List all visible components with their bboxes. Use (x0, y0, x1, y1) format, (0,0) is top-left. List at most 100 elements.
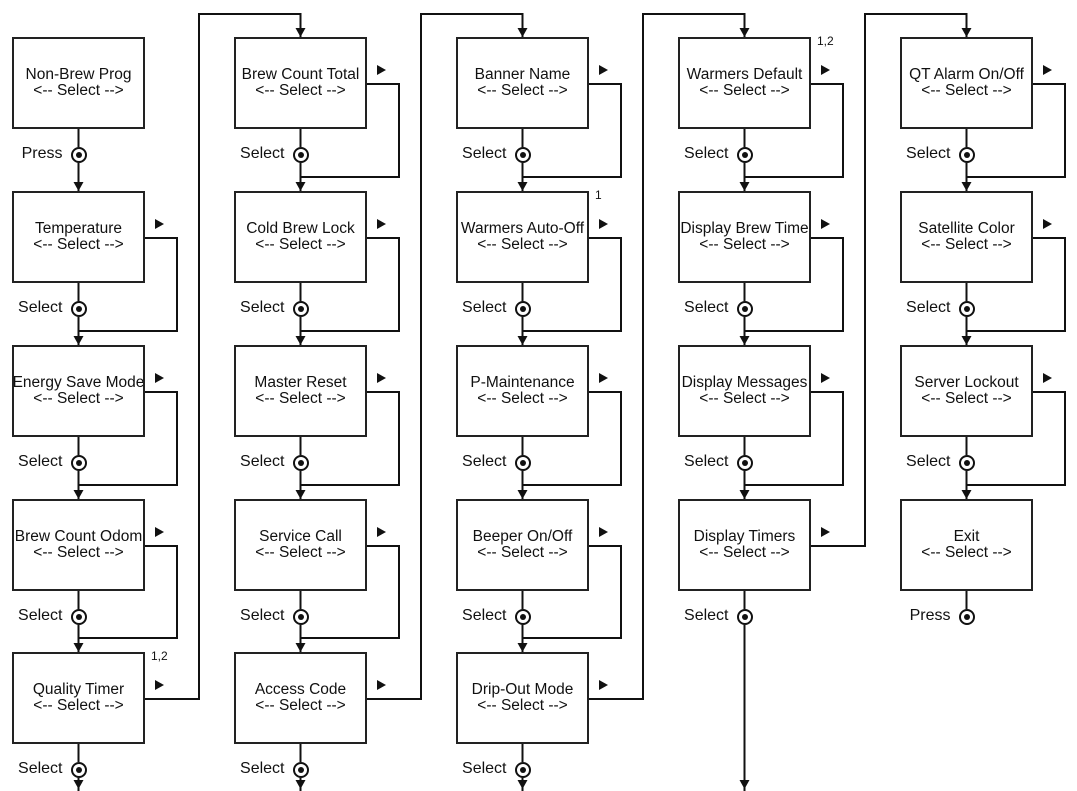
menu-box: Drip-Out Mode<-- Select --> (456, 652, 589, 744)
down-arrow-icon (517, 182, 528, 191)
menu-box: Exit<-- Select --> (900, 499, 1033, 591)
menu-box-select-hint: <-- Select --> (699, 236, 790, 253)
routing-line (521, 545, 622, 652)
select-knob-icon (70, 762, 87, 778)
menu-box-select-hint: <-- Select --> (255, 544, 346, 561)
select-knob-icon (736, 301, 753, 317)
routing-line (521, 83, 622, 191)
menu-box: Display Messages<-- Select --> (678, 345, 811, 437)
select-knob-icon (736, 147, 753, 163)
footnote-marker: 1,2 (817, 34, 834, 48)
routing-line (77, 237, 178, 345)
menu-box-title: Cold Brew Lock (246, 220, 355, 237)
menu-box: Service Call<-- Select --> (234, 499, 367, 591)
action-label: Select (18, 299, 63, 316)
next-option-arrow-icon (377, 680, 386, 690)
down-arrow-icon (739, 28, 750, 37)
menu-box: Satellite Color<-- Select --> (900, 191, 1033, 283)
menu-box: Banner Name<-- Select --> (456, 37, 589, 129)
select-knob-icon (514, 455, 531, 471)
next-option-arrow-icon (1043, 219, 1052, 229)
menu-box-title: Warmers Default (686, 66, 803, 83)
menu-box-title: Quality Timer (32, 681, 125, 698)
routing-line (743, 391, 844, 499)
menu-box: Temperature<-- Select --> (12, 191, 145, 283)
next-option-arrow-icon (821, 373, 830, 383)
menu-box-select-hint: <-- Select --> (477, 697, 568, 714)
down-arrow-icon (517, 780, 528, 789)
select-knob-icon (958, 147, 975, 163)
action-label: Select (18, 607, 63, 624)
select-knob-icon (70, 455, 87, 471)
menu-box: Non-Brew Prog<-- Select --> (12, 37, 145, 129)
select-knob-icon (514, 301, 531, 317)
menu-box-select-hint: <-- Select --> (477, 82, 568, 99)
menu-box-select-hint: <-- Select --> (255, 236, 346, 253)
menu-box: Brew Count Odom<-- Select --> (12, 499, 145, 591)
menu-box-select-hint: <-- Select --> (477, 544, 568, 561)
action-label: Select (18, 760, 63, 777)
menu-box-title: Brew Count Total (241, 66, 360, 83)
column-transfer-line (589, 13, 746, 700)
next-option-arrow-icon (377, 527, 386, 537)
next-option-arrow-icon (599, 65, 608, 75)
action-label: Select (462, 607, 507, 624)
next-option-arrow-icon (1043, 373, 1052, 383)
next-option-arrow-icon (821, 527, 830, 537)
action-label: Select (240, 453, 285, 470)
menu-box-title: Energy Save Mode (12, 374, 145, 391)
select-knob-icon (292, 609, 309, 625)
action-label: Select (240, 607, 285, 624)
menu-box-title: Brew Count Odom (14, 528, 143, 545)
menu-box-title: Display Brew Time (680, 220, 809, 237)
next-option-arrow-icon (377, 373, 386, 383)
menu-box-title: Drip-Out Mode (471, 681, 574, 698)
next-option-arrow-icon (599, 373, 608, 383)
select-knob-icon (514, 147, 531, 163)
action-label: Select (462, 299, 507, 316)
routing-line (77, 545, 178, 652)
next-option-arrow-icon (377, 65, 386, 75)
menu-box: Brew Count Total<-- Select --> (234, 37, 367, 129)
action-label: Press (21, 145, 63, 162)
select-knob-icon (958, 609, 975, 625)
menu-box: Server Lockout<-- Select --> (900, 345, 1033, 437)
routing-line (521, 391, 622, 499)
routing-line (965, 391, 1066, 499)
action-label: Select (462, 760, 507, 777)
footnote-marker: 1 (595, 188, 602, 202)
menu-box: QT Alarm On/Off<-- Select --> (900, 37, 1033, 129)
column-transfer-line (145, 13, 302, 700)
menu-box-title: Master Reset (254, 374, 347, 391)
action-label: Select (684, 145, 729, 162)
select-knob-icon (736, 609, 753, 625)
routing-line (299, 237, 400, 345)
down-arrow-icon (73, 643, 84, 652)
menu-box-title: Access Code (254, 681, 347, 698)
menu-box: Quality Timer<-- Select --> (12, 652, 145, 744)
menu-box-title: Satellite Color (918, 220, 1015, 237)
action-label: Select (240, 145, 285, 162)
down-arrow-icon (295, 182, 306, 191)
down-arrow-icon (739, 336, 750, 345)
select-knob-icon (292, 301, 309, 317)
select-knob-icon (514, 762, 531, 778)
down-arrow-icon (295, 643, 306, 652)
menu-box: P-Maintenance<-- Select --> (456, 345, 589, 437)
menu-box-select-hint: <-- Select --> (921, 544, 1012, 561)
select-knob-icon (514, 609, 531, 625)
menu-box-title: Non-Brew Prog (25, 66, 132, 83)
select-knob-icon (292, 762, 309, 778)
action-label: Select (18, 453, 63, 470)
menu-box-select-hint: <-- Select --> (255, 82, 346, 99)
select-knob-icon (70, 609, 87, 625)
down-arrow-icon (73, 780, 84, 789)
down-arrow-icon (739, 780, 750, 789)
menu-box-select-hint: <-- Select --> (699, 390, 790, 407)
menu-box-select-hint: <-- Select --> (255, 697, 346, 714)
action-label: Select (906, 299, 951, 316)
menu-box: Master Reset<-- Select --> (234, 345, 367, 437)
menu-box-select-hint: <-- Select --> (921, 82, 1012, 99)
